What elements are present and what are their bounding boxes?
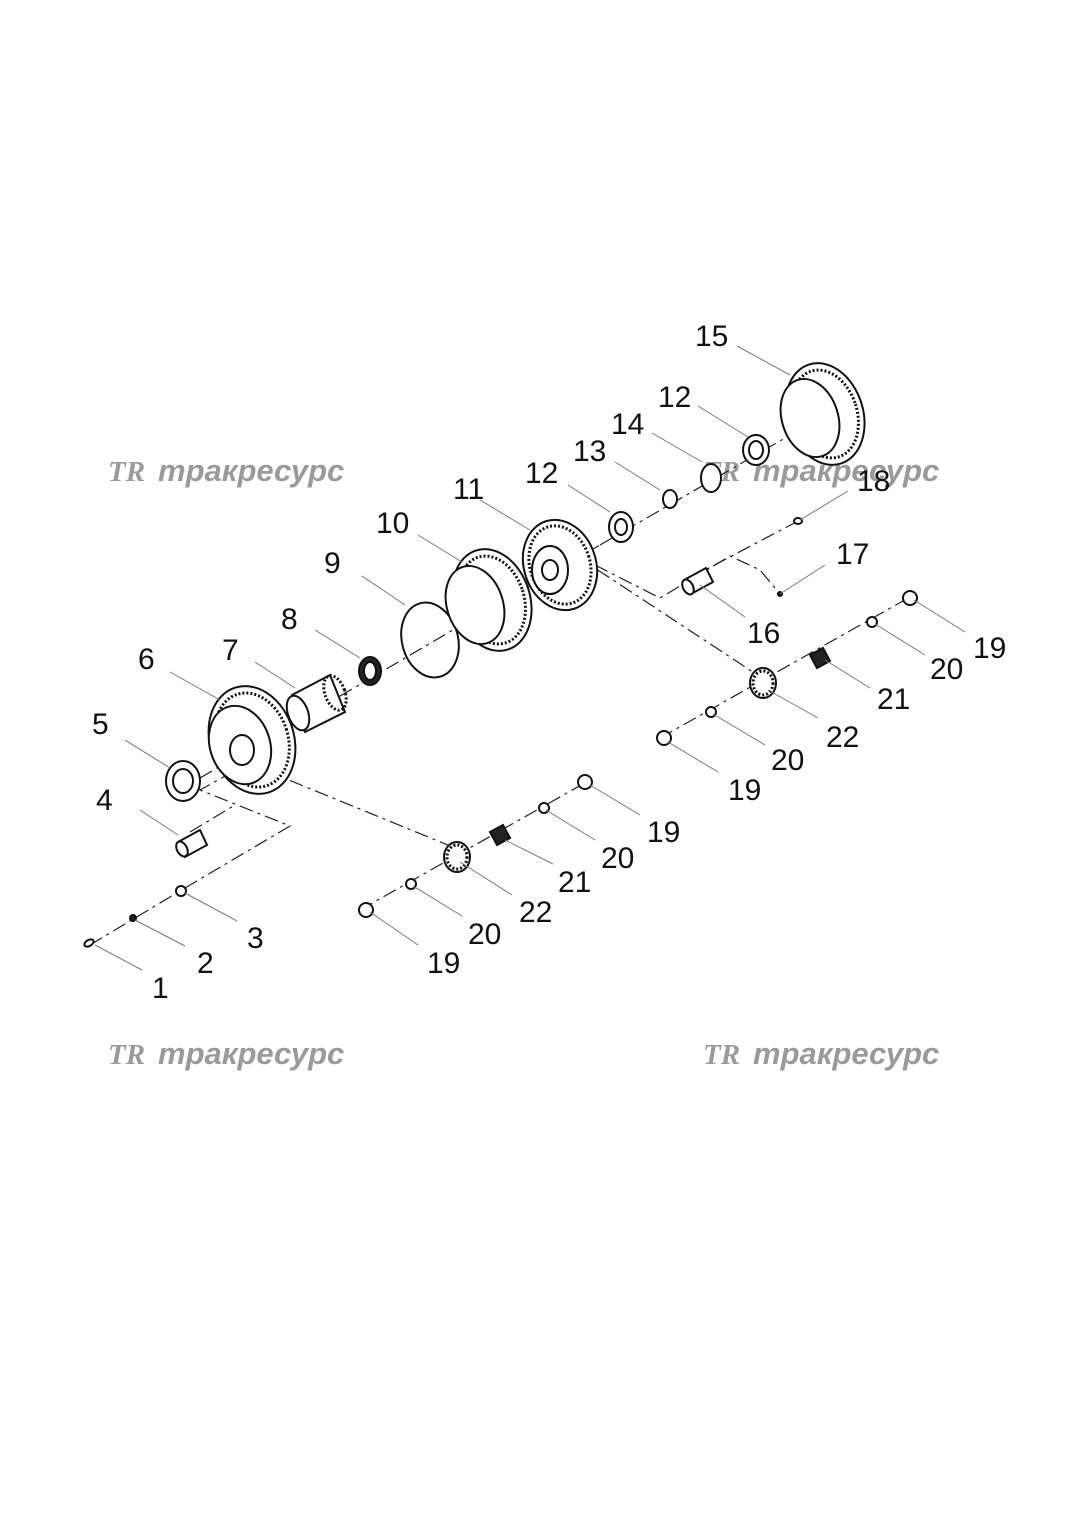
callout-14: 14 [611, 408, 644, 441]
watermark-bottom-right: TR трак­ресурс [703, 1036, 939, 1071]
callout-19-c: 19 [728, 774, 761, 807]
callout-labels: 1 2 3 4 5 6 7 8 9 10 11 12 12 13 14 15 1… [92, 320, 1006, 1005]
assembly-axes [89, 411, 911, 946]
part-15-ring-gear [779, 362, 866, 466]
callout-19-b: 19 [647, 816, 680, 849]
part-12-bearing-top [742, 434, 770, 466]
part-6-carrier [207, 685, 297, 795]
callout-19-d: 19 [973, 632, 1006, 665]
leader-lines [94, 345, 966, 971]
part-1-pin [83, 938, 95, 948]
callout-2: 2 [197, 947, 214, 980]
callout-20-a: 20 [468, 918, 501, 951]
callout-20-b: 20 [601, 842, 634, 875]
callout-8: 8 [281, 603, 298, 636]
callout-9: 9 [324, 547, 341, 580]
part-2-ball [129, 914, 137, 922]
part-5-bearing [165, 760, 201, 802]
callout-5: 5 [92, 708, 109, 741]
part-9-snap-ring [400, 601, 460, 679]
callout-11: 11 [453, 473, 484, 506]
callout-22-a: 22 [519, 896, 552, 929]
watermark-brand: трак­ресурс [158, 453, 344, 488]
part-7-sun-gear [285, 673, 348, 734]
callout-6: 6 [138, 643, 155, 676]
callout-21-b: 21 [877, 683, 910, 716]
watermark-brand: трак­ресурс [158, 1036, 344, 1071]
callout-20-d: 20 [930, 653, 963, 686]
callout-21-a: 21 [558, 866, 591, 899]
callout-22-b: 22 [826, 721, 859, 754]
callout-7: 7 [222, 634, 239, 667]
part-13-ring [662, 489, 678, 509]
watermark-logo: TR [108, 456, 145, 488]
callout-10: 10 [376, 507, 409, 540]
watermark-bottom-left: TR трак­ресурс [108, 1036, 344, 1071]
part-14-o-ring [700, 463, 722, 493]
part-16-shaft [681, 566, 715, 596]
part-11-carrier [521, 518, 599, 612]
callout-15: 15 [695, 320, 728, 353]
part-12-bearing [608, 511, 634, 543]
callout-20-c: 20 [771, 744, 804, 777]
part-10-ring-gear [444, 548, 533, 652]
callout-12: 12 [525, 457, 558, 490]
callout-19-a: 19 [427, 947, 460, 980]
watermark-logo: TR [703, 1039, 740, 1071]
callout-12-top: 12 [658, 381, 691, 414]
part-4-shaft [175, 828, 209, 859]
callout-4: 4 [96, 784, 113, 817]
callout-3: 3 [247, 922, 264, 955]
watermark-logo: TR [108, 1039, 145, 1071]
part-8-washer [358, 656, 382, 686]
callout-18: 18 [857, 465, 890, 498]
part-3-ring [175, 885, 187, 897]
callout-17: 17 [836, 538, 869, 571]
callout-1: 1 [152, 972, 169, 1005]
callout-16: 16 [747, 617, 780, 650]
part-18-pin [793, 517, 803, 525]
watermark-top-left: TR трак­ресурс [108, 453, 344, 488]
watermark-brand: трак­ресурс [753, 1036, 939, 1071]
planet-set-upper [656, 590, 918, 746]
callout-13: 13 [573, 435, 606, 468]
